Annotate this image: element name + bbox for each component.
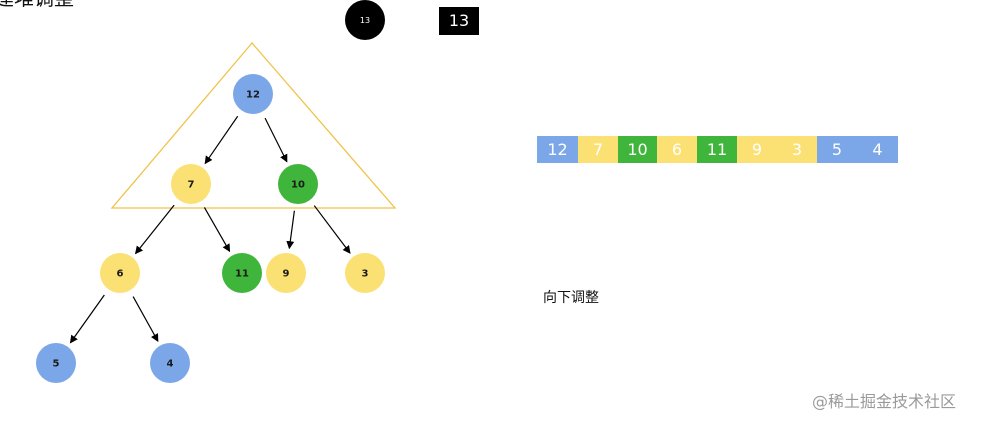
watermark: @稀土掘金技术社区 [812, 392, 957, 411]
tree-node-6: 6 [100, 253, 140, 293]
tree-node-circle [233, 74, 273, 114]
subtree-highlight-triangle [110, 42, 397, 209]
tree-node-5: 5 [36, 343, 76, 383]
array-cell: 11 [697, 136, 737, 163]
tree-node-7: 7 [171, 164, 211, 204]
edge-12-to-10 [264, 117, 288, 163]
array-cell: 7 [578, 136, 618, 163]
tree-node-label: 5 [53, 359, 60, 370]
array-cell: 12 [537, 136, 578, 163]
tree-node-label: 6 [117, 269, 124, 280]
pending-node-label: 13 [360, 16, 370, 25]
array-cell: 10 [618, 136, 657, 163]
tree-node-circle [171, 164, 211, 204]
edge-10-to-3 [313, 205, 351, 254]
tree-node-label: 12 [246, 90, 260, 101]
tree-node-4: 4 [150, 343, 190, 383]
tree-node-11: 11 [222, 253, 262, 293]
tree-node-circle [278, 164, 318, 204]
tree-node-circle [100, 253, 140, 293]
tree-edges [69, 115, 351, 344]
pending-node-circle [345, 0, 385, 40]
pending-value-box: 13 [439, 7, 479, 35]
tree-node-label: 4 [167, 359, 174, 370]
tree-node-3: 3 [345, 253, 385, 293]
array-cell: 4 [857, 136, 898, 163]
tree-node-10: 10 [278, 164, 318, 204]
edge-7-to-6 [134, 204, 175, 255]
step-caption: 向下调整 [543, 290, 599, 306]
tree-node-circle [345, 253, 385, 293]
array-cell: 3 [777, 136, 817, 163]
tree-node-circle [150, 343, 190, 383]
tree-node-label: 11 [235, 269, 249, 280]
tree-node-9: 9 [266, 253, 306, 293]
edge-7-to-11 [203, 207, 231, 253]
tree-nodes: 12 7 10 6 11 9 3 5 4 [36, 74, 385, 383]
tree-node-label: 10 [291, 180, 305, 191]
array-cell: 5 [817, 136, 857, 163]
page-heading: 建堆调整 [0, 0, 74, 11]
tree-node-label: 3 [362, 269, 369, 280]
tree-node-circle [222, 253, 262, 293]
edge-6-to-4 [132, 296, 159, 343]
edge-10-to-9 [286, 210, 295, 250]
tree-node-label: 7 [188, 180, 195, 191]
tree-node-circle [36, 343, 76, 383]
edge-6-to-5 [69, 294, 105, 344]
tree-node-circle [266, 253, 306, 293]
array-cell: 6 [657, 136, 697, 163]
array-cell: 9 [737, 136, 777, 163]
edge-12-to-7 [204, 115, 239, 165]
tree-node-12: 12 [233, 74, 273, 114]
tree-node-label: 9 [283, 269, 290, 280]
pending-node: 13 [345, 0, 385, 40]
